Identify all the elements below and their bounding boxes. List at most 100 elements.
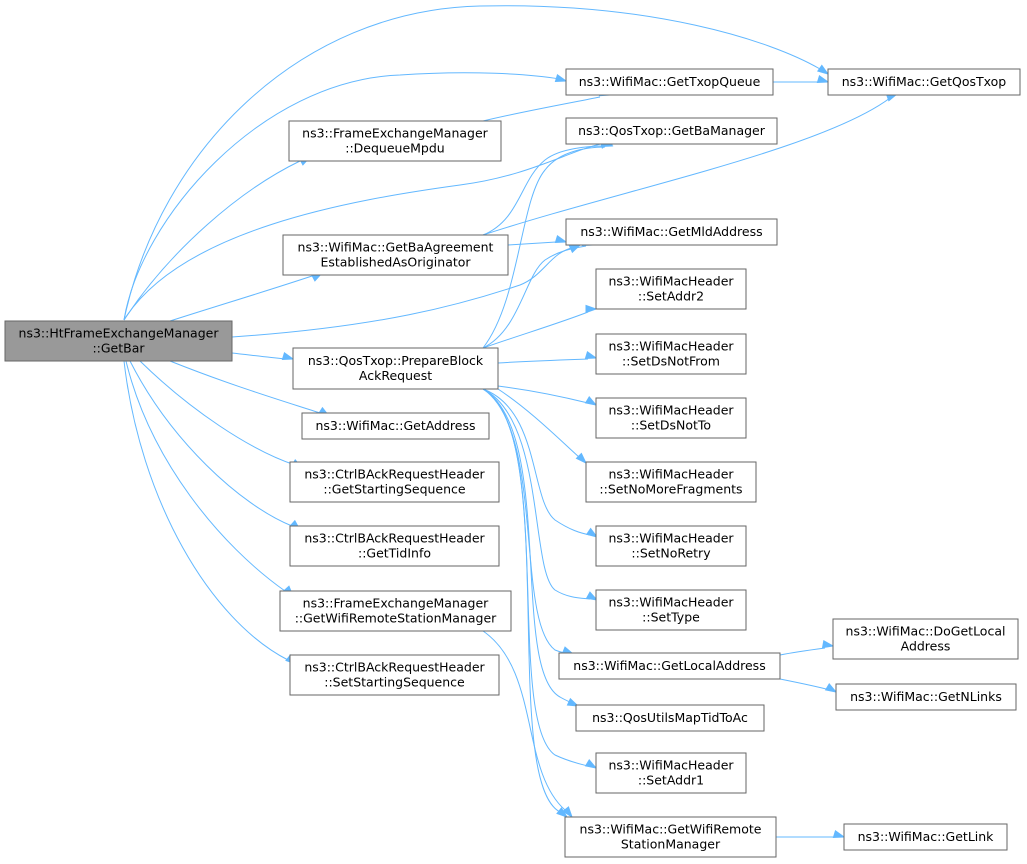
edge-line: [482, 146, 606, 349]
node-get-tid-info[interactable]: ns3::CtrlBAckRequestHeader::GetTidInfo: [289, 525, 500, 567]
node-get-link[interactable]: ns3::WifiMac::GetLink: [843, 823, 1008, 851]
node-get-wifi-rsm-mac[interactable]: ns3::WifiMac::GetWifiRemoteStationManage…: [564, 816, 777, 858]
node-get-txop-queue[interactable]: ns3::WifiMac::GetTxopQueue: [565, 68, 774, 96]
node-box[interactable]: [832, 618, 1019, 660]
node-set-ds-not-to[interactable]: ns3::WifiMacHeader::SetDsNotTo: [595, 397, 747, 439]
arrowhead-icon: [562, 806, 573, 819]
edge-line: [482, 96, 601, 122]
node-box[interactable]: [595, 752, 747, 794]
node-set-addr2[interactable]: ns3::WifiMacHeader::SetAddr2: [595, 268, 747, 310]
node-label-line: ns3::WifiMac::GetMldAddress: [580, 224, 762, 239]
node-set-no-more-fragments[interactable]: ns3::WifiMacHeader::SetNoMoreFragments: [585, 461, 757, 503]
node-box[interactable]: [595, 397, 747, 439]
node-box[interactable]: [585, 461, 757, 503]
node-dequeue-mpdu[interactable]: ns3::FrameExchangeManager::DequeueMpdu: [288, 120, 502, 162]
node-get-local-address[interactable]: ns3::WifiMac::GetLocalAddress: [558, 652, 781, 680]
arrowhead-icon: [832, 829, 846, 839]
node-get-starting-sequence[interactable]: ns3::CtrlBAckRequestHeader::GetStartingS…: [289, 461, 500, 503]
arrowhead-icon: [585, 527, 599, 538]
node-box[interactable]: [565, 218, 778, 246]
edge-get_ba_agreement-to-get_mld_address: [507, 234, 568, 246]
node-set-addr1[interactable]: ns3::WifiMacHeader::SetAddr1: [595, 752, 747, 794]
edge-prepare_block_ack-to-set_addr2: [482, 304, 598, 349]
node-get-wifi-rsm-fem[interactable]: ns3::FrameExchangeManager::GetWifiRemote…: [279, 590, 512, 632]
node-label-line: ns3::QosTxop::PrepareBlock: [308, 353, 484, 368]
node-label-line: Address: [901, 639, 951, 654]
edge-line: [497, 358, 589, 364]
nodes-layer: ns3::HtFrameExchangeManager::GetBarns3::…: [4, 68, 1021, 858]
node-box[interactable]: [289, 525, 500, 567]
node-box[interactable]: [301, 412, 490, 440]
node-box[interactable]: [289, 654, 500, 696]
node-box[interactable]: [292, 347, 499, 390]
arrowhead-icon: [816, 74, 830, 84]
node-box[interactable]: [288, 120, 502, 162]
node-set-no-retry[interactable]: ns3::WifiMacHeader::SetNoRetry: [595, 525, 747, 567]
node-box[interactable]: [564, 816, 777, 858]
edge-prepare_block_ack-to-set_no_more_fragments: [497, 388, 588, 465]
node-box[interactable]: [575, 704, 765, 732]
node-label-line: ns3::WifiMac::GetNLinks: [850, 689, 1002, 704]
node-get-ba-agreement[interactable]: ns3::WifiMac::GetBaAgreementEstablishedA…: [282, 234, 509, 276]
arrowhead-icon: [281, 351, 295, 361]
node-box[interactable]: [558, 652, 781, 680]
node-box[interactable]: [4, 320, 233, 362]
node-get-ba-manager[interactable]: ns3::QosTxop::GetBaManager: [565, 117, 778, 145]
node-set-type[interactable]: ns3::WifiMacHeader::SetType: [595, 589, 747, 631]
edge-root-to-get_tid_info: [129, 360, 302, 532]
node-label-line: ::SetAddr2: [638, 289, 704, 304]
node-box[interactable]: [595, 333, 747, 375]
edge-root-to-prepare_block_ack: [231, 351, 295, 361]
edge-line: [169, 275, 313, 322]
edge-line: [123, 360, 289, 661]
edge-line: [231, 246, 576, 338]
node-box[interactable]: [565, 117, 778, 145]
edge-line: [497, 388, 581, 459]
node-set-starting-sequence[interactable]: ns3::CtrlBAckRequestHeader::SetStartingS…: [289, 654, 500, 696]
node-label-line: ns3::QosTxop::GetBaManager: [578, 123, 766, 138]
node-label-line: ns3::WifiMacHeader: [608, 531, 734, 546]
node-root[interactable]: ns3::HtFrameExchangeManager::GetBar: [4, 320, 233, 362]
node-label-line: ns3::WifiMac::DoGetLocal: [846, 624, 1006, 639]
node-box[interactable]: [595, 268, 747, 310]
node-box[interactable]: [289, 461, 500, 503]
arrowhead-icon: [821, 639, 835, 649]
node-box[interactable]: [843, 823, 1008, 851]
node-label-line: ns3::FrameExchangeManager: [302, 126, 488, 141]
node-get-mld-address[interactable]: ns3::WifiMac::GetMldAddress: [565, 218, 778, 246]
edge-line: [482, 388, 575, 705]
node-box[interactable]: [595, 525, 747, 567]
node-box[interactable]: [827, 68, 1021, 96]
edge-line: [482, 311, 589, 349]
arrowhead-icon: [584, 758, 598, 769]
node-set-ds-not-from[interactable]: ns3::WifiMacHeader::SetDsNotFrom: [595, 333, 747, 375]
node-label-line: StationManager: [621, 837, 721, 852]
edge-line: [125, 360, 286, 592]
edge-line: [482, 97, 891, 236]
node-box[interactable]: [595, 589, 747, 631]
node-get-address[interactable]: ns3::WifiMac::GetAddress: [301, 412, 490, 440]
arrowhead-icon: [584, 350, 598, 360]
edge-get_local_address-to-get_n_links: [779, 678, 838, 693]
node-qos-utils-map[interactable]: ns3::QosUtilsMapTidToAc: [575, 704, 765, 732]
edge-line: [482, 388, 591, 600]
arrowhead-icon: [584, 395, 598, 406]
arrowhead-icon: [585, 591, 599, 601]
node-get-n-links[interactable]: ns3::WifiMac::GetNLinks: [835, 683, 1017, 711]
node-box[interactable]: [279, 590, 512, 632]
edge-line: [123, 5, 821, 321]
edge-root-to-get_txop_queue: [123, 72, 568, 321]
node-label-line: ::GetBar: [92, 341, 145, 356]
edge-line: [482, 388, 591, 536]
edge-line: [129, 360, 293, 527]
edge-line: [507, 241, 557, 246]
node-get-qos-txop[interactable]: ns3::WifiMac::GetQosTxop: [827, 68, 1021, 96]
node-box[interactable]: [565, 68, 774, 96]
arrowhead-icon: [816, 64, 830, 75]
node-box[interactable]: [835, 683, 1017, 711]
node-box[interactable]: [282, 234, 509, 276]
node-label-line: ns3::CtrlBAckRequestHeader: [304, 660, 485, 675]
edge-root-to-get_ba_manager: [123, 140, 613, 321]
